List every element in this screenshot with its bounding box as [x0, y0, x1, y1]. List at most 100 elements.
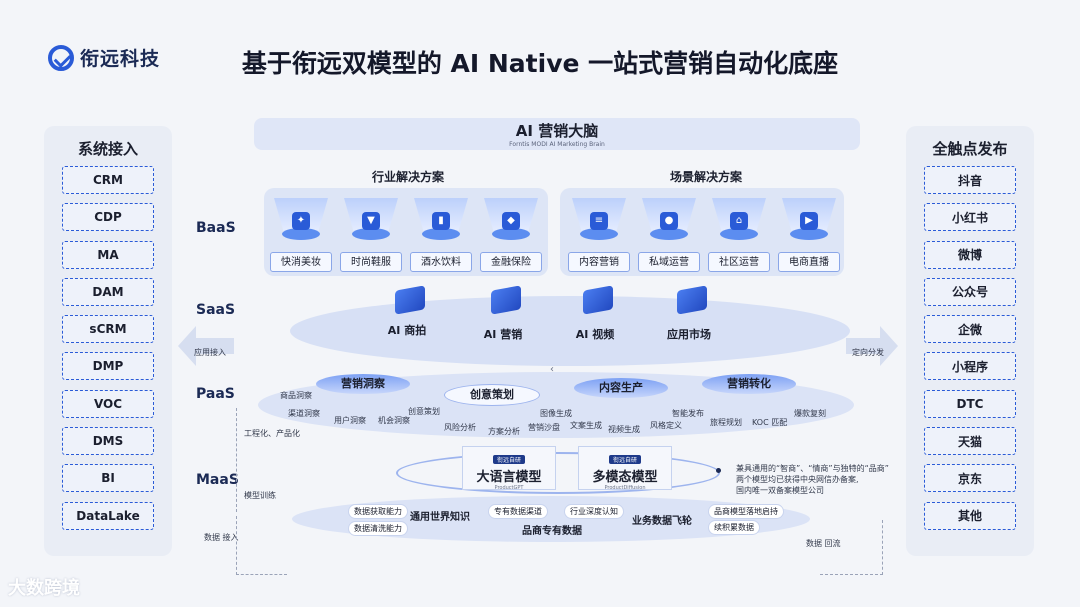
- right-arrow-icon: [880, 326, 898, 366]
- saas-item[interactable]: AI 营销: [484, 285, 526, 342]
- paas-module[interactable]: 内容生产: [574, 378, 668, 398]
- saas-item[interactable]: 应用市场: [667, 285, 712, 342]
- brain-subtitle: Forntis MODI AI Marketing Brain: [509, 141, 605, 148]
- shirt-icon: ▼: [362, 212, 380, 230]
- touchpoint-item: 企微: [924, 315, 1016, 344]
- access-item: CRM: [62, 166, 154, 194]
- layer-baas: BaaS: [196, 220, 236, 236]
- access-item: BI: [62, 464, 154, 493]
- paas-tag: 方案分析: [488, 427, 520, 436]
- paas-tag: 文案生成: [570, 421, 602, 430]
- scenario-solutions-title: 场景解决方案: [670, 170, 743, 184]
- system-access-list: CRM CDP MA DAM sCRM DMP VOC DMS BI DataL…: [62, 166, 154, 539]
- saas-item[interactable]: AI 商拍: [388, 285, 430, 338]
- layer-saas: SaaS: [196, 302, 236, 318]
- access-item: VOC: [62, 389, 154, 418]
- document-icon: ≡: [590, 212, 608, 230]
- system-access-panel: 系统接入 CRM CDP MA DAM sCRM DMP VOC DMS BI …: [44, 126, 172, 556]
- industry-solutions-title: 行业解决方案: [372, 170, 445, 184]
- touchpoint-item: 微博: [924, 240, 1016, 269]
- data-tag: 品商模型落地启持: [708, 504, 784, 519]
- saas-item[interactable]: AI 视频: [576, 285, 618, 342]
- page-title: 基于衔远双模型的 AI Native 一站式营销自动化底座: [241, 49, 839, 78]
- touchpoint-item: 其他: [924, 501, 1016, 530]
- right-arrow-body: [846, 338, 882, 354]
- multimodal-model[interactable]: 衔远自研 多模态模型 ProductDiffusion: [578, 446, 672, 491]
- data-tag: 数据获取能力: [348, 504, 408, 519]
- paas-tag: 机会洞察: [378, 416, 410, 425]
- system-access-title: 系统接入: [77, 140, 138, 158]
- paas-tag: 风格定义: [650, 421, 682, 430]
- paas-tag: 渠道洞察: [288, 409, 320, 418]
- data-label: 业务数据飞轮: [632, 516, 692, 527]
- logo-text: 衔远科技: [80, 48, 161, 70]
- touchpoint-item: 天猫: [924, 427, 1016, 456]
- data-tag: 续积累数据: [708, 520, 760, 535]
- touchpoint-item: DTC: [924, 389, 1016, 418]
- access-item: DMS: [62, 427, 154, 456]
- paas-tag: 商品洞察: [280, 391, 312, 400]
- data-label: 品商专有数据: [522, 526, 582, 537]
- access-item: MA: [62, 240, 154, 269]
- paas-tag: 智能发布: [672, 409, 704, 418]
- paas-module[interactable]: 营销转化: [702, 374, 796, 394]
- maas-ring: [396, 452, 720, 494]
- touchpoint-item: 京东: [924, 464, 1016, 493]
- left-chevron-icon: ‹: [550, 364, 554, 375]
- left-arrow-icon: [178, 326, 196, 366]
- touchpoint-item: 小程序: [924, 352, 1016, 381]
- touchpoint-item: 小红书: [924, 203, 1016, 232]
- scenario-card[interactable]: ⌂ 社区运营: [708, 198, 770, 272]
- access-item: DMP: [62, 352, 154, 381]
- llm-model[interactable]: 衔远自研 大语言模型 ProductGPT: [462, 446, 556, 491]
- live-stream-icon: ▶: [800, 212, 818, 230]
- touchpoint-panel: 全触点发布 抖音 小红书 微博 公众号 企微 小程序 DTC 天猫 京东 其他: [906, 126, 1034, 556]
- paas-tag: 风险分析: [444, 423, 476, 432]
- watermark: 大数跨境: [8, 578, 80, 599]
- touchpoint-item: 抖音: [924, 166, 1016, 194]
- cosmetics-icon: ✦: [292, 212, 310, 230]
- left-arrow-body: [196, 338, 234, 354]
- touchpoint-title: 全触点发布: [932, 140, 1008, 158]
- paas-tag: 营销沙盘: [528, 423, 560, 432]
- paas-module[interactable]: 创意策划: [444, 384, 540, 406]
- access-item: DAM: [62, 277, 154, 306]
- touchpoint-item: 公众号: [924, 277, 1016, 306]
- paas-tag: 创意策划: [408, 407, 440, 416]
- camera-icon: [395, 285, 425, 315]
- industry-card[interactable]: ◆ 金融保险: [480, 198, 542, 272]
- data-in-note: 数据 接入: [204, 533, 239, 542]
- data-tag: 数据清洗能力: [348, 521, 408, 536]
- store-icon: [677, 285, 707, 315]
- paas-tag: 旅程规划: [710, 418, 742, 427]
- video-icon: [583, 285, 613, 315]
- paas-module[interactable]: 营销洞察: [316, 374, 410, 394]
- access-item: CDP: [62, 203, 154, 232]
- scenario-card[interactable]: ● 私域运营: [638, 198, 700, 272]
- paas-tag: 图像生成: [540, 409, 572, 418]
- paas-tag: 用户洞察: [334, 416, 366, 425]
- data-back-note: 数据 回流: [806, 539, 841, 548]
- industry-card[interactable]: ▼ 时尚鞋服: [340, 198, 402, 272]
- paas-tag: KOC 匹配: [752, 418, 788, 427]
- shield-icon: ◆: [502, 212, 520, 230]
- layer-paas: PaaS: [196, 386, 235, 402]
- data-back-line: [820, 520, 883, 575]
- access-item: sCRM: [62, 315, 154, 344]
- industry-card[interactable]: ✦ 快消美妆: [270, 198, 332, 272]
- bottle-icon: ▮: [432, 212, 450, 230]
- engineering-note: 工程化、产品化: [244, 429, 300, 438]
- scenario-card[interactable]: ≡ 内容营销: [568, 198, 630, 272]
- directed-distribution-label: 定向分发: [852, 348, 884, 357]
- layer-maas: MaaS: [196, 472, 239, 488]
- data-label: 通用世界知识: [410, 512, 470, 523]
- scenario-card[interactable]: ▶ 电商直播: [778, 198, 840, 272]
- data-tag: 行业深度认知: [564, 504, 624, 519]
- bracket-line: [236, 408, 245, 512]
- brand-logo: 衔远科技: [48, 44, 160, 71]
- app-access-label: 应用接入: [194, 348, 226, 357]
- data-tag: 专有数据渠道: [488, 504, 548, 519]
- touchpoint-list: 抖音 小红书 微博 公众号 企微 小程序 DTC 天猫 京东 其他: [924, 166, 1016, 539]
- industry-card[interactable]: ▮ 酒水饮料: [410, 198, 472, 272]
- access-item: DataLake: [62, 501, 154, 530]
